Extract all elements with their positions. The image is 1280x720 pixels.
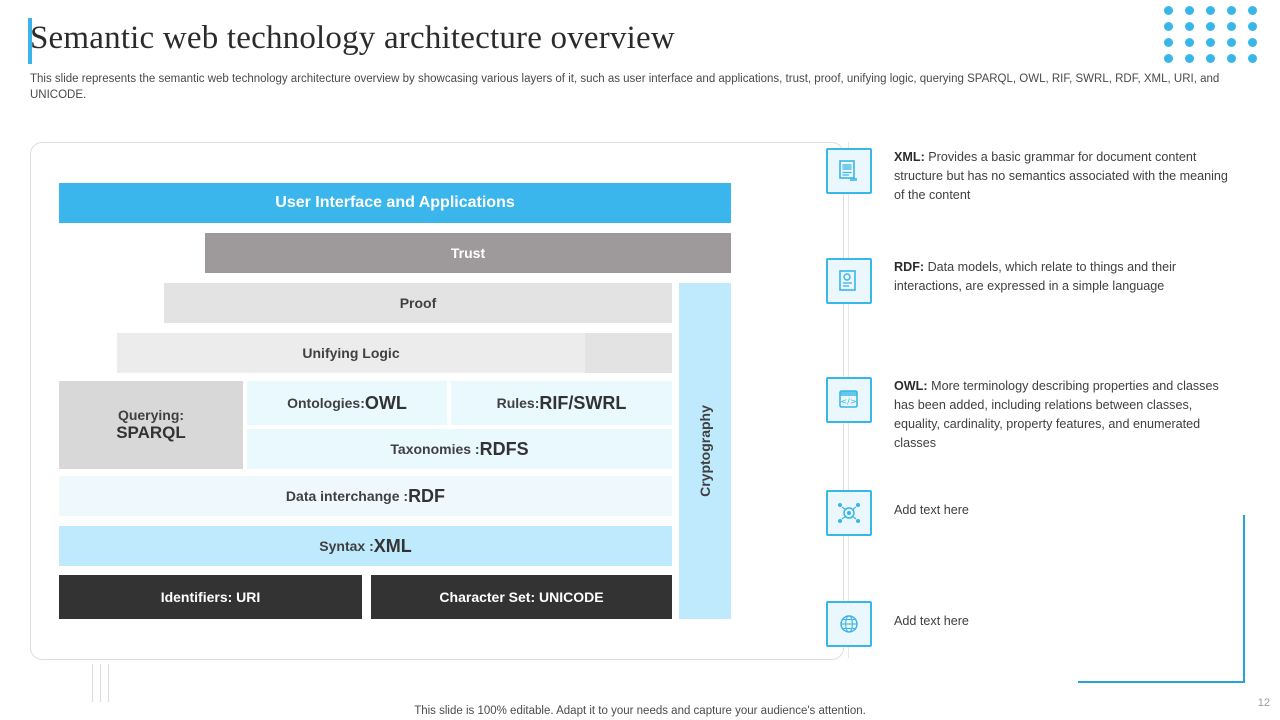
bullet-text: OWL: More terminology describing propert… [894,377,1234,453]
bullet-item: Add text here [826,490,1234,536]
layer-taxonomies-value: RDFS [479,438,529,459]
dot-grid-decoration [1164,6,1274,63]
bullet-body: More terminology describing properties a… [894,379,1219,450]
layer-cryptography: Cryptography [679,283,731,619]
footer-vertical-rule [1243,515,1245,683]
page-title: Semantic web technology architecture ove… [30,20,675,56]
layer-querying-value: SPARQL [116,423,186,442]
layer-data-interchange-value: RDF [408,485,446,506]
layer-identifiers-label: Identifiers: URI [160,589,261,605]
layer-taxonomies-label: Taxonomies : [390,441,480,457]
bullet-bold-label: XML: [894,150,925,164]
footer-horizontal-rule [1078,681,1244,683]
bullet-item: Add text here [826,601,1234,647]
layer-taxonomies-rdfs: Taxonomies : RDFS [247,429,672,469]
globe-network-icon [826,601,872,647]
layer-charset-label: Character Set: UNICODE [439,589,604,605]
bullet-text: RDF: Data models, which relate to things… [894,258,1234,304]
layer-ontologies-value: OWL [364,392,407,413]
rdf-document-icon [826,258,872,304]
bullet-list: XML: Provides a basic grammar for docume… [820,142,1260,662]
layer-rules-label: Rules: [496,395,540,411]
xml-document-icon [826,148,872,194]
layer-proof-label: Proof [399,295,437,311]
bullet-bold-label: OWL: [894,379,928,393]
bullet-body: Add text here [894,503,969,517]
footer-tick [100,664,101,702]
layer-rules-rif-swrl: Rules: RIF/SWRL [451,381,672,425]
layer-unifying-logic: Unifying Logic [117,333,585,373]
layer-ontologies-owl: Ontologies: OWL [247,381,447,425]
layer-trust-label: Trust [450,245,486,261]
layer-unifying-logic-label: Unifying Logic [302,345,400,361]
layer-rules-value: RIF/SWRL [539,392,627,413]
bullet-item: RDF: Data models, which relate to things… [826,258,1234,304]
network-brain-icon [826,490,872,536]
bullet-item: </> OWL: More terminology describing pro… [826,377,1234,453]
layer-syntax-xml: Syntax : XML [59,526,672,566]
layer-syntax-label: Syntax : [319,538,374,554]
layer-data-interchange-label: Data interchange : [285,488,409,504]
bullet-body: Provides a basic grammar for document co… [894,150,1228,202]
layer-ontologies-label: Ontologies: [287,395,365,411]
page-number: 12 [1257,697,1270,709]
layer-cryptography-label: Cryptography [697,405,714,497]
layer-charset-unicode: Character Set: UNICODE [371,575,672,619]
architecture-diagram-card: User Interface and Applications Trust Pr… [30,142,844,660]
bullet-text: Add text here [894,601,1234,647]
bullet-body: Data models, which relate to things and … [894,260,1177,293]
layer-syntax-value: XML [373,535,412,556]
bullet-item: XML: Provides a basic grammar for docume… [826,148,1234,205]
layer-trust: Trust [205,233,731,273]
layer-querying-label: Querying: [117,407,185,423]
footer-note: This slide is 100% editable. Adapt it to… [414,705,866,717]
title-accent-bar [28,18,32,64]
bullet-bold-label: RDF: [894,260,925,274]
page-subtitle: This slide represents the semantic web t… [30,73,1220,101]
svg-text:</>: </> [840,397,856,406]
layer-user-interface-label: User Interface and Applications [275,194,515,211]
layer-proof: Proof [164,283,672,323]
layer-user-interface: User Interface and Applications [59,183,731,223]
bullet-body: Add text here [894,614,969,628]
bullet-text: Add text here [894,490,1234,536]
proof-column-filler [585,333,672,373]
footer-tick [108,664,109,702]
bullet-text: XML: Provides a basic grammar for docume… [894,148,1234,205]
layer-querying-sparql: Querying: SPARQL [59,381,243,469]
layer-data-interchange-rdf: Data interchange : RDF [59,476,672,516]
owl-code-icon: </> [826,377,872,423]
layer-identifiers-uri: Identifiers: URI [59,575,362,619]
footer-tick [92,664,93,702]
